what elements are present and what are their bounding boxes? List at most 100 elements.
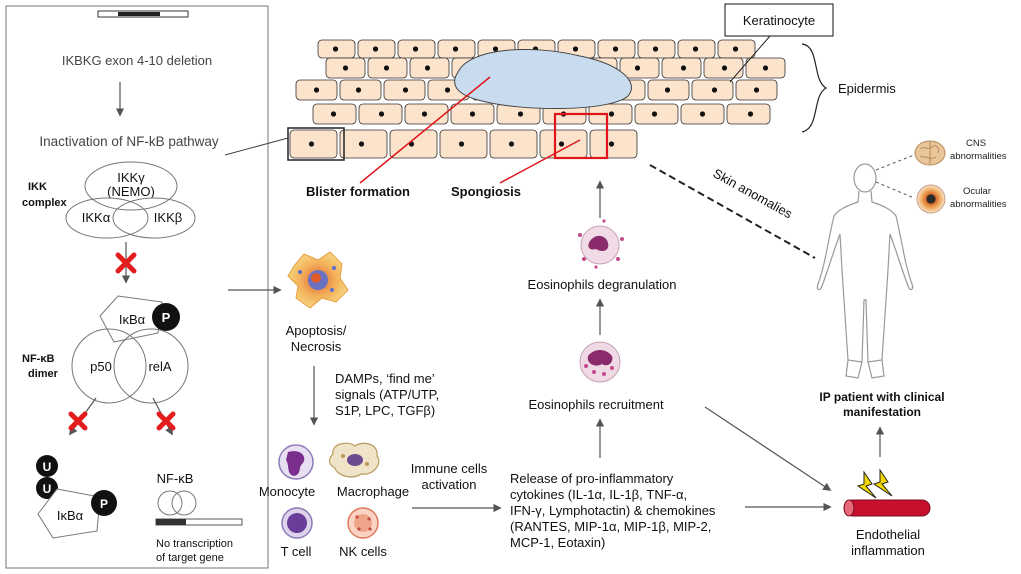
keratinocyte-nucleus (330, 111, 337, 117)
keratinocyte-nucleus (308, 141, 315, 147)
keratinocyte-nucleus (458, 141, 465, 147)
block-cross-icon-right (156, 411, 176, 431)
keratinocyte-nucleus (313, 87, 320, 93)
ocular-pointer (875, 181, 915, 199)
tcell-icon (281, 507, 313, 539)
keratinocyte-nucleus (452, 46, 459, 52)
keratinocyte-nucleus (651, 111, 658, 117)
keratinocyte-nucleus (383, 65, 390, 71)
keratinocyte-nucleus (358, 141, 365, 147)
damps-label-1: DAMPs, ‘find me’ (335, 371, 435, 386)
ip-patient-label-1: IP patient with clinical (819, 390, 944, 404)
keratinocyte-nucleus (412, 46, 419, 52)
nkcells-label: NK cells (339, 544, 387, 559)
keratinocyte-nucleus (762, 65, 769, 71)
keratinocyte-nucleus (355, 87, 362, 93)
endothelial-label-1: Endothelial (856, 527, 920, 542)
release-label-4: (RANTES, MIP-1α, MIP-1β, MIP-2, (510, 519, 711, 534)
spongiosis-pointer (499, 139, 581, 184)
release-label-5: MCP-1, Eotaxin) (510, 535, 605, 550)
dna-bar-promoter (156, 519, 186, 525)
apoptotic-cell-icon (287, 251, 349, 309)
inactivation-label: Inactivation of NF-kB pathway (39, 134, 219, 149)
keratinocyte-nucleus (680, 65, 687, 71)
keratinocyte-nucleus (608, 141, 615, 147)
ikk-gamma-label: IKKγ (117, 170, 145, 185)
endothelial-label-2: inflammation (851, 543, 925, 558)
no-transcription-label-1: No transcription (156, 538, 233, 550)
ip-patient-label-2: manifestation (843, 405, 921, 419)
release-label-3: IFN-γ, Lymphotactin) & chemokines (510, 503, 716, 518)
block-cross-icon (115, 252, 137, 274)
nfkb-free-circle-1 (157, 490, 183, 516)
damps-label-2: signals (ATP/UTP, (335, 387, 439, 402)
keratinocyte-nucleus (421, 111, 428, 117)
eosinophil-icon (579, 341, 621, 383)
p50-circle (71, 328, 147, 404)
nemo-label: (NEMO) (107, 184, 155, 199)
ikk-alpha-ellipse (65, 197, 149, 239)
phospho-label-2: P (100, 497, 108, 511)
keratinocyte-nucleus (469, 111, 476, 117)
blister-label: Blister formation (306, 184, 410, 199)
rela-circle (113, 328, 189, 404)
keratinocyte-nucleus (402, 87, 409, 93)
spongiosis-label: Spongiosis (451, 184, 521, 199)
keratinocyte-nucleus (372, 46, 379, 52)
release-label-2: cytokines (IL-1α, IL-1β, TNF-α, (510, 487, 687, 502)
ubiquitin-label-1: U (43, 460, 52, 474)
keratinocyte-nucleus (378, 111, 385, 117)
eye-icon (916, 184, 946, 214)
no-transcription-label-2: of target gene (156, 552, 224, 564)
macrophage-icon (328, 442, 380, 478)
ocular-label-2: abnormalities (950, 199, 1007, 210)
ubiquitin-label-2: U (43, 482, 52, 496)
blister-pointer (359, 76, 491, 184)
keratinocyte-nucleus (732, 46, 739, 52)
nfkb-free-circle-2 (171, 490, 197, 516)
keratinocyte-nucleus (721, 65, 728, 71)
brain-icon (914, 140, 946, 166)
skin-anomalies-label: Skin anomalies (711, 166, 796, 222)
block-cross-icon-left (68, 411, 88, 431)
keratinocyte-nucleus (492, 46, 499, 52)
immune-activation-label-1: Immune cells (411, 461, 488, 476)
keratinocyte-nucleus (332, 46, 339, 52)
blood-vessel-icon (843, 499, 931, 517)
ikk-beta-ellipse (112, 197, 196, 239)
cns-label-2: abnormalities (950, 151, 1007, 162)
ikba-label: IκBα (119, 312, 146, 327)
epidermis-label: Epidermis (838, 81, 896, 96)
zoom-connector (224, 137, 289, 156)
cns-label-1: CNS (966, 138, 986, 149)
phospho-circle (152, 303, 180, 331)
arrow-recruitment-to-endothelial (704, 406, 832, 491)
ocular-label-1: Ocular (963, 186, 991, 197)
ikba-pentagon (99, 295, 163, 343)
lightning-icon (856, 468, 893, 499)
nkcell-icon (347, 507, 379, 539)
recruitment-label: Eosinophils recruitment (528, 397, 664, 412)
nfkb-dimer-label-1: NF-κB (22, 353, 54, 365)
release-label-1: Release of pro-inflammatory (510, 471, 674, 486)
tcell-label: T cell (281, 544, 312, 559)
skin-anomalies-line (649, 164, 816, 259)
blister-cavity (454, 48, 632, 110)
p50-label: p50 (90, 359, 112, 374)
immune-activation-label-2: activation (422, 477, 477, 492)
monocyte-label: Monocyte (259, 484, 315, 499)
nfkb-dimer-label-2: dimer (28, 368, 59, 380)
degranulation-label: Eosinophils degranulation (528, 277, 677, 292)
gene-bar-deleted (118, 12, 160, 16)
keratinocyte-nucleus (634, 65, 641, 71)
keratinocyte-nucleus (424, 65, 431, 71)
ikk-alpha-label: IKKα (82, 210, 111, 225)
ikk-complex-label-2: complex (22, 197, 68, 209)
degranulating-eosinophil-icon (578, 219, 624, 269)
ikk-beta-label: IKKβ (154, 210, 182, 225)
keratinocyte-nucleus (444, 87, 451, 93)
ubiquitin-circle-2 (36, 477, 58, 499)
keratinocyte-nucleus (508, 141, 515, 147)
monocyte-icon (278, 444, 314, 480)
keratinocyte-box (724, 3, 834, 37)
